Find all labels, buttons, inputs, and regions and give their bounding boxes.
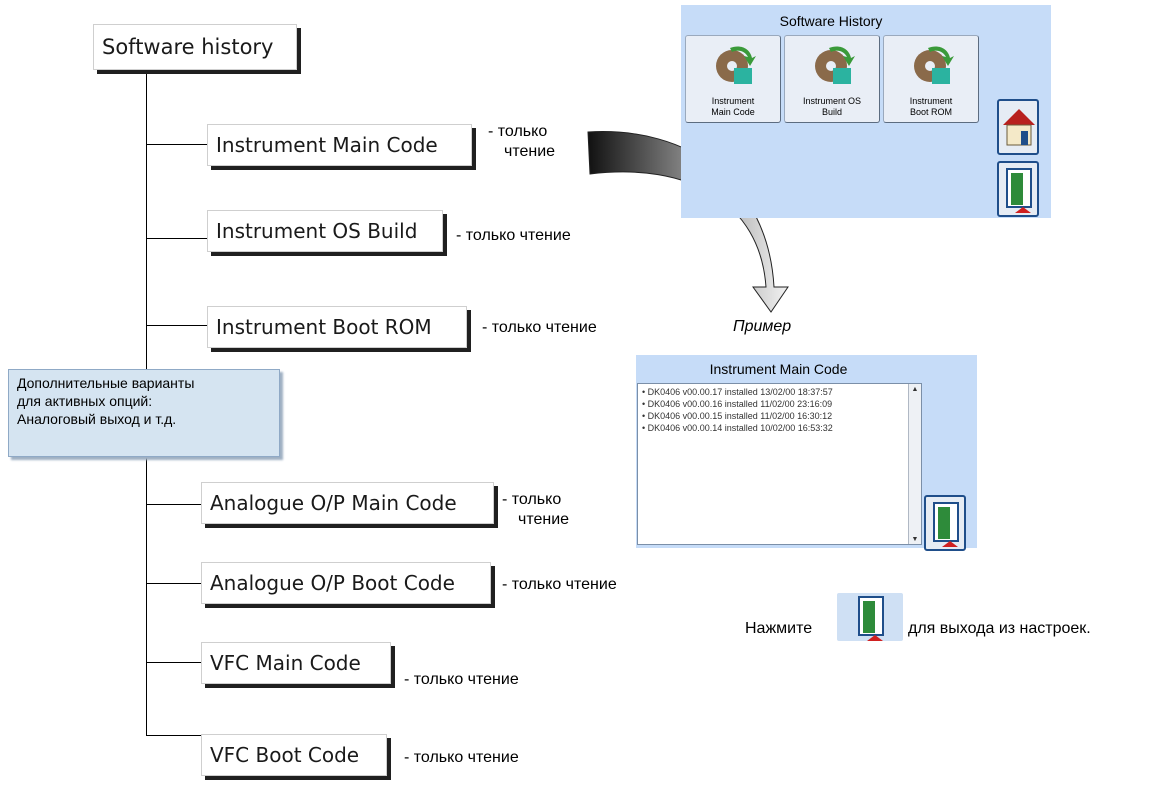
branch-5 bbox=[146, 583, 208, 584]
note-instrument-boot-rom: - только чтение bbox=[482, 319, 597, 336]
branch-3 bbox=[146, 325, 208, 326]
branch-1 bbox=[146, 144, 208, 145]
note-analogue-main-code: - только чтение bbox=[502, 490, 569, 530]
screen-title: Instrument Main Code bbox=[709, 361, 848, 377]
version-log-list[interactable]: • DK0406 v00.00.17 installed 13/02/00 18… bbox=[637, 383, 922, 545]
info-line: для активных опций: bbox=[17, 393, 153, 409]
cd-update-icon bbox=[914, 46, 954, 84]
home-icon bbox=[1003, 109, 1035, 146]
note-text: чтение bbox=[504, 143, 556, 160]
branch-7 bbox=[146, 735, 208, 736]
note-instrument-main-code: - только чтение bbox=[488, 122, 555, 162]
branch-2 bbox=[146, 238, 208, 239]
log-entry: • DK0406 v00.00.14 installed 10/02/00 16… bbox=[642, 423, 833, 433]
log-entry: • DK0406 v00.00.15 installed 11/02/00 16… bbox=[642, 411, 833, 421]
instrument-main-code-screen: Instrument Main Code • DK0406 v00.00.17 … bbox=[636, 355, 977, 551]
info-line: Аналоговый выход и т.д. bbox=[17, 411, 177, 427]
example-label: Пример bbox=[733, 318, 792, 335]
tree-root-node: Software history bbox=[93, 24, 297, 70]
note-vfc-main-code: - только чтение bbox=[404, 671, 519, 688]
node-instrument-os-build: Instrument OS Build bbox=[207, 210, 443, 252]
exit-button[interactable] bbox=[924, 495, 966, 551]
home-button[interactable] bbox=[997, 99, 1039, 155]
exit-door-hint-icon-box bbox=[837, 593, 903, 641]
note-instrument-os-build: - только чтение bbox=[456, 227, 571, 244]
node-instrument-main-code: Instrument Main Code bbox=[207, 124, 472, 166]
exit-door-icon bbox=[933, 502, 959, 547]
log-entry: • DK0406 v00.00.17 installed 13/02/00 18… bbox=[642, 387, 833, 397]
note-analogue-boot-code: - только чтение bbox=[502, 576, 617, 593]
cd-update-icon bbox=[716, 46, 756, 84]
exit-hint-after: для выхода из настроек. bbox=[908, 620, 1091, 637]
node-analogue-boot-code: Analogue O/P Boot Code bbox=[201, 562, 491, 604]
note-text: чтение bbox=[518, 511, 570, 528]
exit-door-icon bbox=[858, 596, 884, 641]
exit-button[interactable] bbox=[997, 161, 1039, 217]
log-entry: • DK0406 v00.00.16 installed 11/02/00 23… bbox=[642, 399, 833, 409]
note-vfc-boot-code: - только чтение bbox=[404, 749, 519, 766]
scroll-up-arrow-icon[interactable]: ▲ bbox=[911, 386, 919, 393]
additional-options-info-box: Дополнительные варианты для активных опц… bbox=[8, 369, 280, 457]
branch-6 bbox=[146, 662, 208, 663]
exit-hint-before: Нажмите bbox=[745, 620, 813, 637]
exit-door-icon bbox=[1006, 168, 1032, 213]
cd-update-icon bbox=[815, 46, 855, 84]
node-analogue-main-code: Analogue O/P Main Code bbox=[201, 482, 494, 524]
scroll-down-arrow-icon[interactable]: ▼ bbox=[911, 536, 919, 543]
info-line: Дополнительные варианты bbox=[17, 375, 195, 391]
node-vfc-boot-code: VFC Boot Code bbox=[201, 734, 387, 776]
node-vfc-main-code: VFC Main Code bbox=[201, 642, 391, 684]
note-text: - только bbox=[488, 123, 548, 140]
node-instrument-boot-rom: Instrument Boot ROM bbox=[207, 306, 467, 348]
branch-4 bbox=[146, 504, 208, 505]
log-scrollbar[interactable]: ▲ ▼ bbox=[908, 384, 921, 544]
screen-title: Software History bbox=[779, 13, 883, 29]
note-text: - только bbox=[502, 491, 562, 508]
